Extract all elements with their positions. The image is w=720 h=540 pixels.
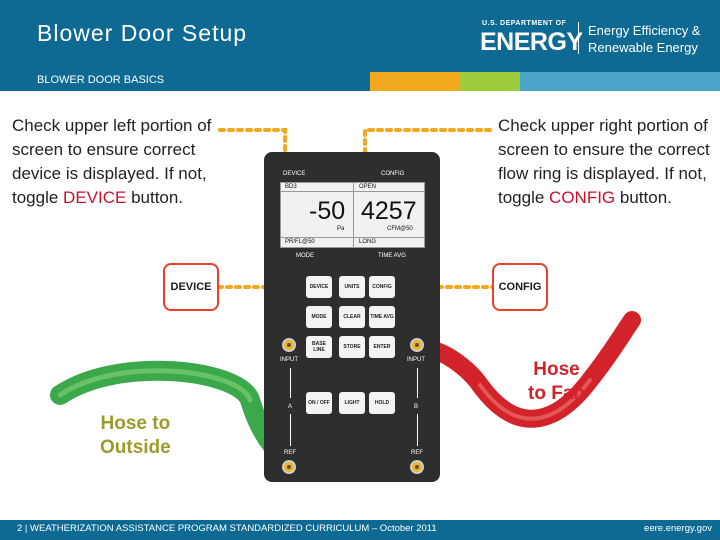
gauge-mode-label: MODE bbox=[296, 253, 314, 259]
ref-b-port bbox=[410, 460, 424, 474]
hose-fan bbox=[411, 311, 641, 428]
screen-flow-unit: CFM@50 bbox=[387, 226, 413, 232]
section-bar-green bbox=[460, 72, 520, 91]
light-key[interactable]: LIGHT bbox=[339, 392, 365, 414]
screen-flow-value: 4257 bbox=[361, 197, 417, 225]
screen-device-name: BD3 bbox=[285, 184, 297, 190]
page-title: Blower Door Setup bbox=[37, 20, 248, 46]
input-b-port bbox=[410, 338, 424, 352]
hold-key[interactable]: HOLD bbox=[369, 392, 395, 414]
channel-a-line-bottom bbox=[290, 414, 291, 446]
store-key[interactable]: STORE bbox=[339, 336, 365, 358]
channel-b-line-top bbox=[417, 368, 418, 398]
channel-b-label: B bbox=[414, 404, 419, 410]
channel-a-label: A bbox=[288, 404, 293, 410]
input-a-label: INPUT bbox=[280, 357, 298, 363]
gauge-screen: BD3 OPEN -50 4257 Pa CFM@50 PR/FL@50 LON… bbox=[280, 182, 425, 248]
section-bar bbox=[0, 72, 720, 91]
left-instruction-text: Check upper left portion of screen to en… bbox=[12, 116, 212, 207]
logo-line1: Energy Efficiency & bbox=[588, 23, 701, 38]
time-avg-key[interactable]: TIME AVG bbox=[369, 306, 395, 328]
hose-outside bbox=[50, 360, 300, 470]
screen-config-name: OPEN bbox=[359, 184, 377, 190]
units-key[interactable]: UNITS bbox=[339, 276, 365, 298]
leader-config-top bbox=[363, 128, 492, 170]
right-instruction-end: button. bbox=[615, 188, 672, 207]
screen-pressure-unit: Pa bbox=[337, 226, 345, 232]
mode-key[interactable]: MODE bbox=[306, 306, 332, 328]
right-instruction-text: Check upper right portion of screen to e… bbox=[498, 116, 710, 207]
logo-dept-text: U.S. DEPARTMENT OF bbox=[482, 20, 567, 27]
screen-pressure-value: -50 bbox=[309, 197, 346, 225]
gauge-device-label: DEVICE bbox=[283, 171, 306, 177]
screen-time: LONG bbox=[359, 239, 377, 245]
gauge-time-avg-label: TIME AVG bbox=[378, 253, 406, 259]
header-bar bbox=[0, 0, 720, 72]
section-bar-orange bbox=[370, 72, 460, 91]
section-bar-lightblue bbox=[520, 72, 720, 91]
channel-a-line-top bbox=[290, 368, 291, 398]
device-callout: DEVICE bbox=[163, 263, 219, 311]
footer-link[interactable]: eere.energy.gov bbox=[644, 523, 712, 534]
enter-key[interactable]: ENTER bbox=[369, 336, 395, 358]
gauge-config-label: CONFIG bbox=[381, 171, 405, 177]
config-callout: CONFIG bbox=[492, 263, 548, 311]
doe-eere-logo: U.S. DEPARTMENT OF ENERGY Energy Efficie… bbox=[480, 20, 712, 58]
hose-fan-label: Hose to Fan bbox=[528, 359, 585, 404]
ref-b-label: REF bbox=[411, 450, 423, 456]
ref-a-label: REF bbox=[284, 450, 296, 456]
footer-bar bbox=[0, 520, 720, 540]
device-key[interactable]: DEVICE bbox=[306, 276, 332, 298]
clear-key[interactable]: CLEAR bbox=[339, 306, 365, 328]
left-instruction: Check upper left portion of screen to en… bbox=[12, 114, 212, 210]
hose-outside-highlight bbox=[57, 368, 253, 403]
input-a-port bbox=[282, 338, 296, 352]
screen-mode: PR/FL@50 bbox=[285, 239, 315, 245]
ref-a-port bbox=[282, 460, 296, 474]
hose-outside-label: Hose to Outside bbox=[100, 413, 171, 458]
right-instruction-highlight: CONFIG bbox=[549, 188, 616, 207]
channel-b-line-bottom bbox=[417, 414, 418, 446]
section-bar-blue bbox=[0, 72, 370, 91]
logo-divider bbox=[578, 22, 579, 54]
left-instruction-end: button. bbox=[126, 188, 184, 207]
hose-fan-highlight bbox=[478, 378, 592, 421]
input-b-label: INPUT bbox=[407, 357, 425, 363]
config-key[interactable]: CONFIG bbox=[369, 276, 395, 298]
left-instruction-highlight: DEVICE bbox=[63, 188, 127, 207]
logo-energy-text: ENERGY bbox=[480, 28, 583, 56]
logo-line2: Renewable Energy bbox=[588, 40, 698, 55]
footer-text: 2 | WEATHERIZATION ASSISTANCE PROGRAM ST… bbox=[17, 523, 437, 534]
right-instruction: Check upper right portion of screen to e… bbox=[498, 114, 713, 210]
on-off-key[interactable]: ON / OFF bbox=[306, 392, 332, 414]
baseline-key[interactable]: BASE LINE bbox=[306, 336, 332, 358]
section-label: BLOWER DOOR BASICS bbox=[37, 74, 165, 86]
